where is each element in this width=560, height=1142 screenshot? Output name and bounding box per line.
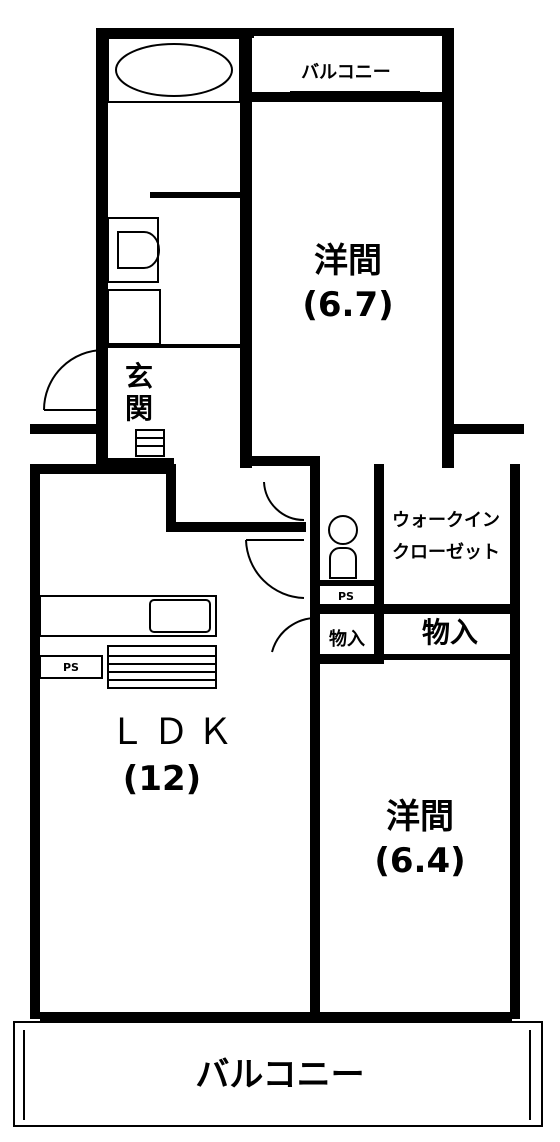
ps-top-label: PS — [338, 590, 354, 603]
washbasin — [117, 231, 160, 269]
walk-in-closet-label-2: クローゼット — [392, 541, 500, 563]
entrance-door — [43, 349, 105, 411]
ps-left-label: PS — [63, 661, 79, 674]
entrance-label-1: 玄 — [125, 360, 153, 393]
room-labels: バルコニー 洋間 (6.7) 玄 関 ウォークイン クローゼット PS 物入 物… — [63, 62, 500, 1095]
western-room-bottom-name: 洋間 — [386, 797, 454, 837]
balcony-bottom-label: バルコニー — [195, 1055, 364, 1095]
storage-small-label: 物入 — [329, 628, 365, 650]
entrance-label-2: 関 — [125, 392, 153, 425]
western-room-top-name: 洋間 — [314, 241, 382, 281]
balcony-top-label: バルコニー — [301, 62, 391, 83]
fixtures — [13, 37, 543, 1127]
storage-large-label: 物入 — [422, 616, 478, 649]
bathtub — [115, 43, 233, 97]
walk-in-closet-label-1: ウォークイン — [392, 510, 500, 531]
western-room-bottom-size: (6.4) — [374, 841, 465, 881]
western-room-top-size: (6.7) — [302, 285, 393, 325]
toilet — [329, 547, 357, 579]
ldk-size: (12) — [123, 759, 201, 799]
ldk-name: ＬＤＫ — [109, 712, 241, 753]
